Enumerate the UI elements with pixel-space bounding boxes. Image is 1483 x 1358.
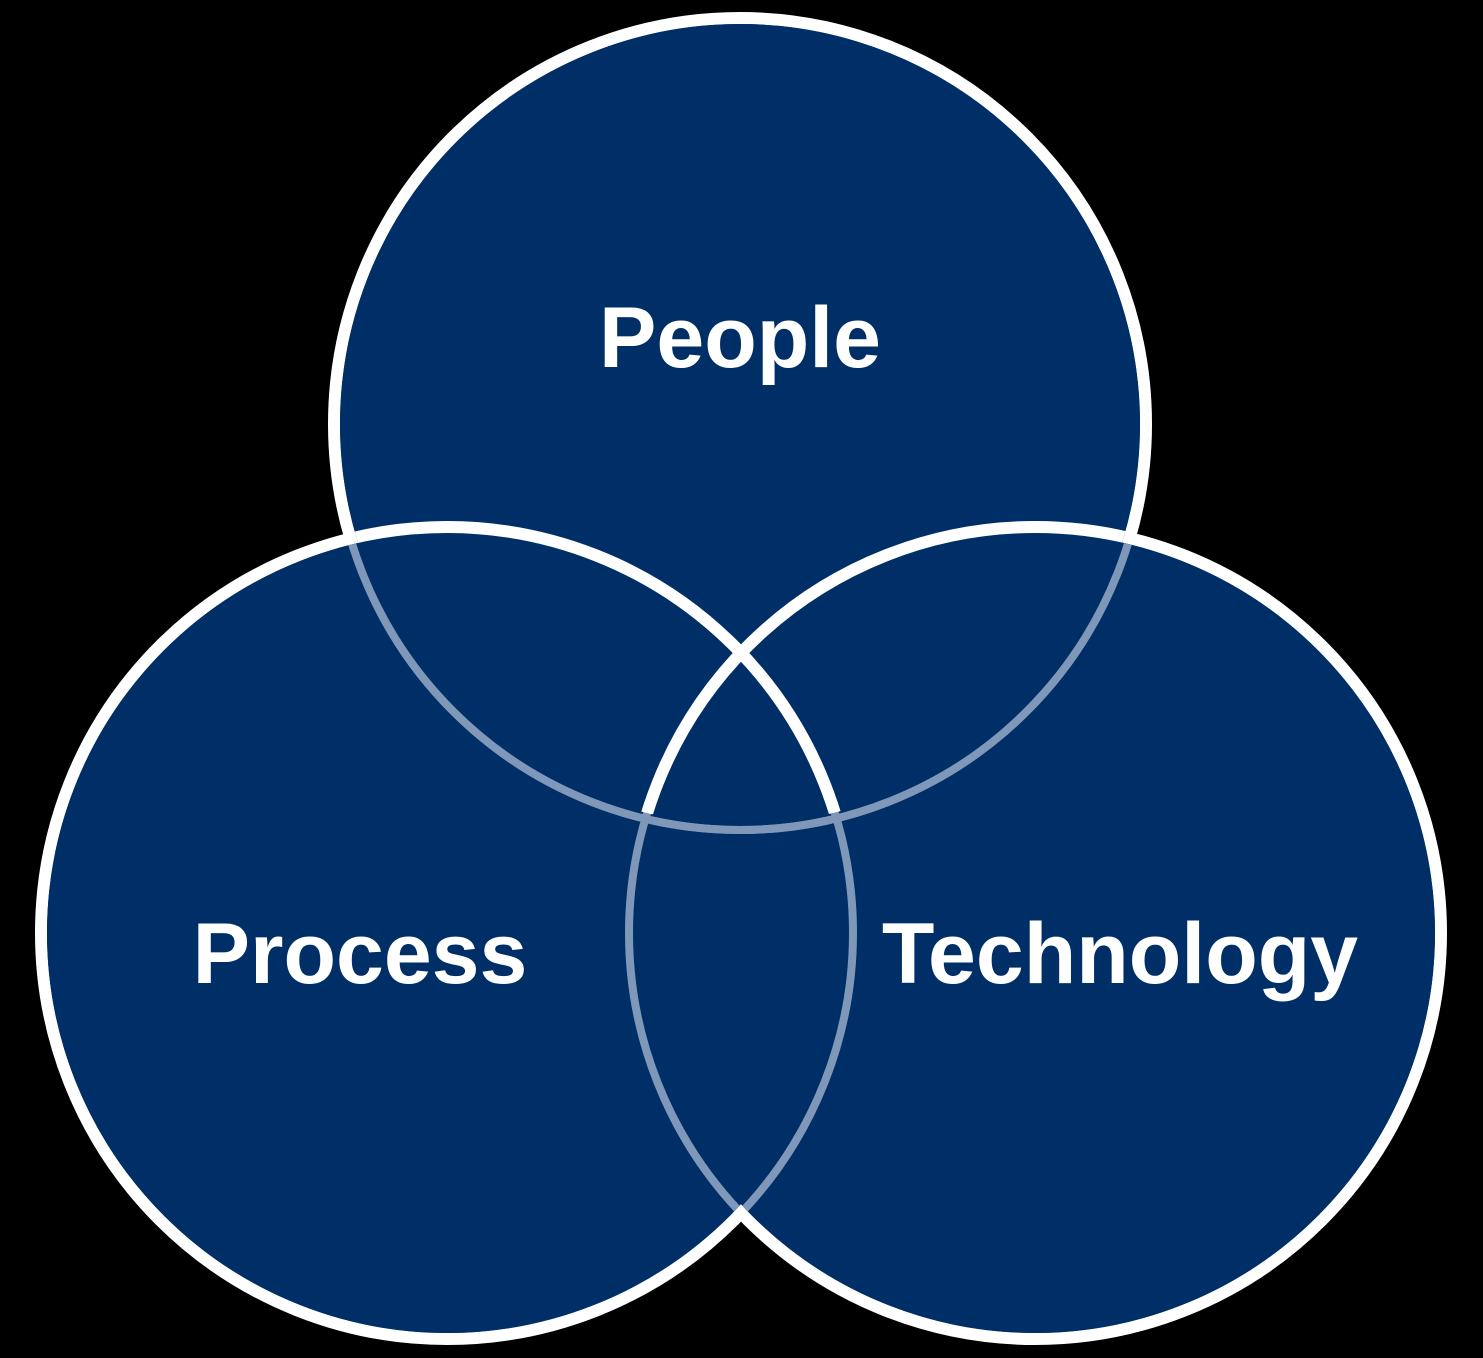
label-process: Process bbox=[193, 906, 528, 1002]
label-technology: Technology bbox=[882, 906, 1358, 1002]
front-outline-arcs bbox=[340, 521, 1140, 824]
technology-fill bbox=[635, 533, 1435, 1333]
process-fill bbox=[47, 533, 847, 1333]
label-people: People bbox=[599, 290, 881, 386]
overlap-lines bbox=[330, 533, 1150, 1333]
